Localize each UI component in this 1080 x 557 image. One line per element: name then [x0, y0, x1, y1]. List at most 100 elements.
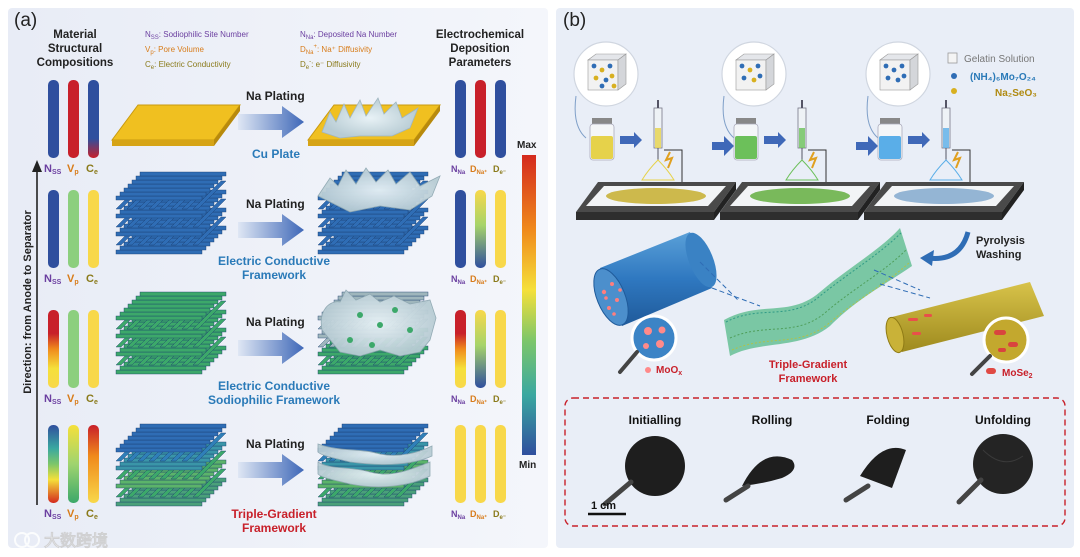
rod — [321, 227, 409, 233]
left-bar — [48, 425, 59, 503]
right-bar — [475, 425, 486, 503]
rod — [341, 423, 429, 429]
box-side — [909, 53, 919, 91]
rod — [119, 311, 207, 317]
rod — [192, 432, 227, 462]
vial-liquid — [591, 136, 613, 159]
precursor-dot — [755, 63, 761, 69]
bar-label: De⁻ — [493, 509, 506, 521]
triple-gradient-framework — [115, 423, 227, 507]
cu-plate — [111, 104, 241, 146]
plating-arrow — [238, 106, 304, 138]
plating-label: Na Plating — [246, 315, 305, 329]
plating-arrow — [238, 214, 304, 246]
cu-plate-plated — [307, 97, 441, 146]
rod — [119, 497, 207, 503]
precursor-dot — [603, 77, 609, 83]
jet — [785, 159, 819, 181]
direction-arrow-head — [32, 160, 42, 172]
conductive-framework — [115, 171, 227, 255]
rod — [119, 365, 207, 371]
conductive-framework-plated — [317, 167, 441, 255]
plating-arrow — [238, 332, 304, 364]
collector-front — [576, 212, 714, 220]
precursor-dot — [741, 75, 747, 81]
rod — [192, 216, 227, 246]
wire — [664, 149, 683, 186]
rod — [115, 231, 203, 237]
crease — [982, 449, 1024, 463]
legend-right: NNa: Deposited Na Number DNa+: Na⁺ Diffu… — [300, 30, 397, 71]
svg-text:大数跨境: 大数跨境 — [44, 531, 108, 550]
rod — [119, 479, 207, 485]
rod — [394, 216, 429, 246]
sodiophilic-framework — [115, 291, 227, 375]
scale-min-label: Min — [519, 460, 536, 471]
zoom-line-1 — [699, 261, 739, 301]
left-bar — [88, 190, 99, 268]
fiber-mat — [894, 188, 994, 204]
precursor-dot — [607, 63, 613, 69]
rod — [131, 431, 219, 437]
rod — [115, 501, 203, 507]
rod — [135, 295, 223, 301]
rod — [317, 369, 405, 375]
svg-text:Electrochemical: Electrochemical — [436, 29, 524, 41]
rod — [115, 369, 203, 375]
composition-bars — [48, 80, 506, 503]
precursor-dot — [591, 63, 597, 69]
bar-label: NNa — [451, 394, 466, 406]
solution-zoom-circles — [573, 41, 931, 139]
vial-cap — [736, 118, 756, 124]
fiber-mat — [606, 188, 706, 204]
triple-gradient-fabric — [724, 228, 912, 356]
bar-label: DNa⁺ — [470, 274, 487, 286]
rod — [123, 307, 211, 313]
syringe-liquid — [799, 128, 805, 148]
bar-label: DNa⁺ — [470, 394, 487, 406]
precursor-dot — [885, 75, 891, 81]
bar-label: Vp — [67, 508, 79, 521]
rod — [139, 291, 227, 297]
rod — [321, 443, 409, 449]
rod — [123, 439, 211, 445]
precursor-dot — [891, 67, 897, 73]
voltage-icon — [952, 151, 962, 169]
bar-label: De⁻ — [493, 394, 506, 406]
right-bar — [475, 80, 486, 158]
svg-text:1 cm: 1 cm — [591, 500, 616, 512]
precursor-dot — [611, 83, 617, 89]
collector-front — [720, 212, 858, 220]
syringe-liquid — [655, 128, 661, 148]
left-bar — [68, 425, 79, 503]
rod — [119, 227, 207, 233]
sodiophilic-site — [347, 337, 353, 343]
svg-text:MoOx: MoOx — [656, 365, 682, 377]
rod — [321, 245, 409, 251]
sample-disc — [625, 436, 685, 496]
svg-text:Ce: Electric Conductivity: Ce: Electric Conductivity — [145, 60, 231, 71]
jet — [641, 159, 675, 181]
precursor-dot — [895, 77, 901, 83]
rod — [192, 450, 227, 480]
svg-text:Vp: Pore Volume: Vp: Pore Volume — [145, 45, 204, 56]
right-bar — [475, 310, 486, 388]
scale-max-label: Max — [517, 140, 537, 151]
photo-label: Rolling — [752, 413, 793, 427]
rod — [139, 171, 227, 177]
photo-label: Folding — [866, 413, 909, 427]
bar-label: Ce — [86, 163, 98, 176]
left-bar — [68, 310, 79, 388]
triple-gradient-label: Triple-Gradient Framework — [769, 359, 848, 385]
bar-label: NNa — [451, 274, 466, 286]
precursor-dot — [747, 67, 753, 73]
precursor-dot — [757, 73, 763, 79]
plating-label: Na Plating — [246, 197, 305, 211]
precursor-dot — [901, 73, 907, 79]
photo-box — [564, 397, 1066, 527]
rod — [115, 195, 203, 201]
pyrolysis-step: Pyrolysis Washing — [920, 231, 1025, 266]
precursor-dot — [593, 75, 599, 81]
